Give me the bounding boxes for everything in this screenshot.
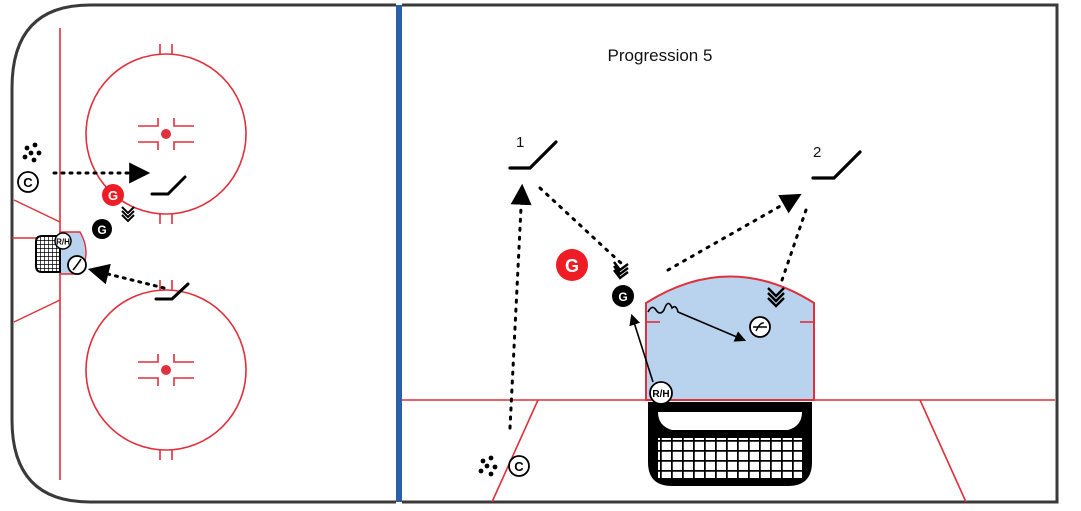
blue-line-divider: [396, 5, 402, 502]
goalie-letter-left-black: G: [97, 223, 106, 237]
rh-letters-left: R/H: [56, 238, 70, 247]
pass-arrow-to-2: [666, 193, 802, 272]
coach-letter-left: C: [23, 175, 33, 190]
goalie-icon: G: [92, 219, 112, 239]
rink-boards-left: [10, 3, 396, 504]
goalie-letter-right-red: G: [565, 256, 579, 276]
puck-pile-icon: [478, 455, 498, 477]
goalie-icon: G: [556, 249, 588, 281]
left-rink-panel: C G G R/H: [10, 3, 396, 504]
corner-line-top: [13, 199, 61, 223]
rh-letters-right: R/H: [652, 389, 669, 400]
goalie-letter-left-red: G: [108, 188, 118, 203]
rh-player-icon: R/H: [54, 232, 72, 250]
pass-arrow-left-2: [87, 263, 166, 290]
hockey-stick-icon: [154, 282, 190, 301]
pass-arrow-1-to-g: [538, 186, 624, 266]
faceoff-circle-bottom: [85, 280, 247, 460]
diagram-title: Progression 5: [607, 46, 713, 65]
player-label-1: 1: [516, 134, 525, 151]
net-icon: [35, 235, 61, 273]
goalie-icon: G: [612, 285, 634, 307]
hockey-stick-icon: [508, 140, 558, 170]
goalie-letter-right-black: G: [618, 290, 627, 304]
skate-path: [647, 302, 747, 342]
faceoff-circle-top: [85, 44, 247, 224]
chevron-icon: [121, 206, 135, 223]
hockey-stick-icon: [811, 150, 862, 180]
player-label-2: 2: [813, 144, 822, 161]
coach-icon: C: [17, 171, 39, 193]
coach-icon: C: [508, 455, 530, 477]
shooter-icon: [749, 316, 771, 338]
net-icon: [648, 402, 812, 486]
goal-crease: [645, 275, 815, 401]
right-zoom-panel: C G G R/H: [402, 3, 1059, 504]
pass-arrow-coach-to-1: [508, 183, 532, 430]
rh-player-icon: R/H: [649, 381, 673, 405]
hockey-stick-icon: [150, 175, 187, 196]
chevron-icon: [767, 287, 785, 308]
shooter-icon: [67, 255, 87, 275]
coach-letter-right: C: [514, 459, 524, 474]
panel-border: [402, 3, 1059, 504]
goalie-icon: G: [102, 184, 124, 206]
pass-arrow-rh-to-g: [629, 313, 654, 383]
corner-line-bottom: [13, 299, 61, 323]
puck-pile-icon: [22, 142, 42, 163]
pass-arrow-2-down: [778, 208, 808, 288]
chevron-icon: [613, 261, 629, 280]
